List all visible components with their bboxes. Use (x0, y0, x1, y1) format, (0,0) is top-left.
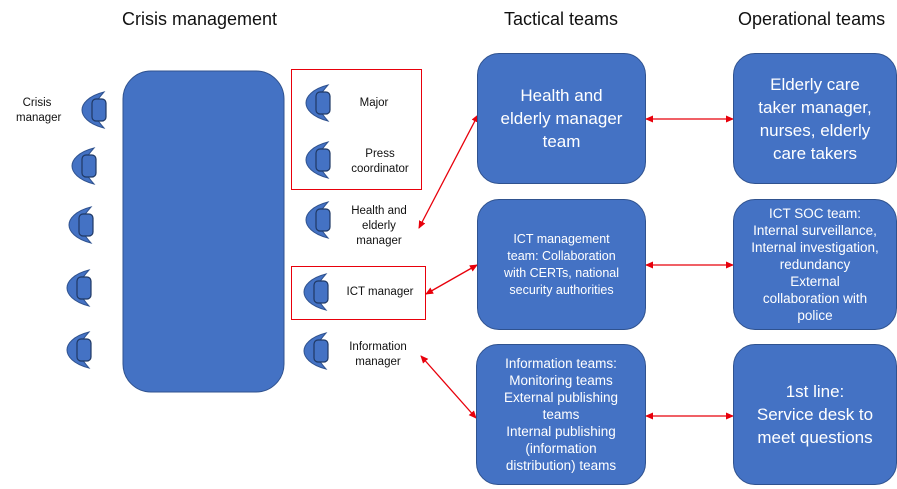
tactical-ict-team: ICT management team: Collaboration with … (477, 199, 646, 330)
tactical-information-team: Information teams: Monitoring teams Exte… (476, 344, 646, 485)
chair-icon (66, 331, 92, 369)
operational-ict-team: ICT SOC team: Internal surveillance, Int… (733, 199, 897, 330)
conference-table (122, 70, 285, 393)
chair-icon (305, 141, 331, 179)
heading-tactical-teams: Tactical teams (504, 9, 619, 29)
role-label-information-manager: Information manager (349, 341, 407, 368)
chair-icon (305, 84, 331, 122)
chair-icon (66, 269, 92, 307)
role-label-major: Major (359, 97, 389, 109)
chair-icon (68, 206, 94, 244)
role-label-press-coordinator: Press coordinator (351, 148, 409, 175)
arrow-ict-manager-to-tactical (425, 264, 478, 295)
heading-crisis-management: Crisis management (122, 9, 278, 29)
tactical-health-team: Health and elderly manager team (477, 53, 646, 184)
chair-icon (81, 91, 107, 129)
chair-icon (303, 332, 329, 370)
arrow-information-manager-to-tactical (420, 355, 477, 419)
role-label-health-elderly-manager: Health and elderly manager (351, 205, 407, 247)
operational-information-team: 1st line: Service desk to meet questions (733, 344, 897, 485)
chair-icon (305, 201, 331, 239)
chair-icon (71, 147, 97, 185)
heading-operational-teams: Operational teams (738, 9, 886, 29)
role-label-ict-manager: ICT manager (346, 286, 414, 298)
arrow-health-manager-to-tactical (418, 114, 479, 229)
operational-health-team: Elderly care taker manager, nurses, elde… (733, 53, 897, 184)
crisis-manager-label: Crisis manager (16, 97, 62, 124)
chair-icon (303, 273, 329, 311)
